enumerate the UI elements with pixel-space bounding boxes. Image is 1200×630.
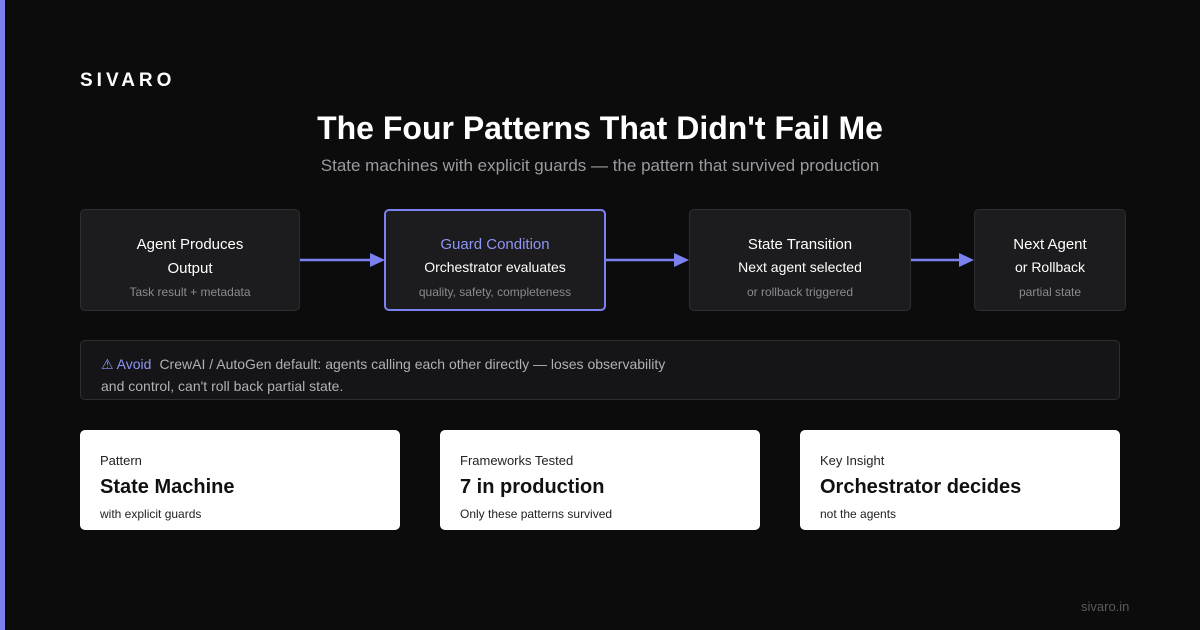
footer-url: sivaro.in — [1081, 599, 1130, 614]
page-title: The Four Patterns That Didn't Fail Me — [317, 110, 883, 146]
card-label: Pattern — [100, 453, 142, 468]
step-label: Agent Produces Output — [81, 233, 299, 281]
step-detail: Next agent selected — [738, 259, 862, 275]
flow-step-next-agent: Next Agent or Rollback partial state — [974, 209, 1126, 311]
accent-bar — [0, 0, 5, 630]
card-value: 7 in production — [460, 476, 605, 498]
card-caption: with explicit guards — [100, 507, 202, 521]
step-detail: or Rollback — [1014, 259, 1086, 275]
step-label: State Transition — [747, 236, 853, 253]
card-caption: Only these patterns survived — [460, 507, 613, 521]
flow-arrow-1 — [300, 253, 385, 267]
page-subtitle: State machines with explicit guards — th… — [320, 156, 880, 175]
card-value: State Machine — [100, 476, 235, 498]
avoid-tag: ⚠ Avoid — [101, 356, 152, 372]
avoid-callout: ⚠ Avoid CrewAI / AutoGen default: agents … — [80, 340, 1120, 400]
step-note: Task result + metadata — [129, 285, 251, 299]
card-caption: not the agents — [820, 507, 897, 521]
step-label-line1: Agent Produces — [136, 236, 244, 253]
avoid-text-line2: and control, can't roll back partial sta… — [101, 378, 344, 394]
card-label: Frameworks Tested — [460, 453, 574, 468]
card-label: Key Insight — [820, 453, 885, 468]
step-note: partial state — [1018, 285, 1082, 299]
step-label: Guard Condition — [440, 236, 550, 253]
avoid-line1: ⚠ Avoid CrewAI / AutoGen default: agents … — [101, 353, 1099, 375]
flow-step-state-transition: State Transition Next agent selected or … — [689, 209, 911, 311]
brand-logo: SIVARO — [80, 70, 176, 91]
flow-step-guard-condition: Guard Condition Orchestrator evaluates q… — [384, 209, 606, 311]
card-pattern: Pattern State Machine with explicit guar… — [80, 430, 400, 530]
step-note: quality, safety, completeness — [418, 285, 572, 299]
card-frameworks-tested: Frameworks Tested 7 in production Only t… — [440, 430, 760, 530]
card-value: Orchestrator decides — [820, 476, 1022, 498]
step-label-line2: Output — [167, 260, 213, 277]
step-label: Next Agent — [1013, 236, 1087, 253]
step-note: or rollback triggered — [746, 285, 854, 299]
flow-step-agent-output: Agent Produces Output Task result + meta… — [80, 209, 300, 311]
step-detail: Orchestrator evaluates — [424, 259, 566, 275]
card-key-insight: Key Insight Orchestrator decides not the… — [800, 430, 1120, 530]
flow-arrow-3 — [911, 253, 974, 267]
flow-arrow-2 — [606, 253, 689, 267]
avoid-text-line1: CrewAI / AutoGen default: agents calling… — [159, 356, 666, 372]
